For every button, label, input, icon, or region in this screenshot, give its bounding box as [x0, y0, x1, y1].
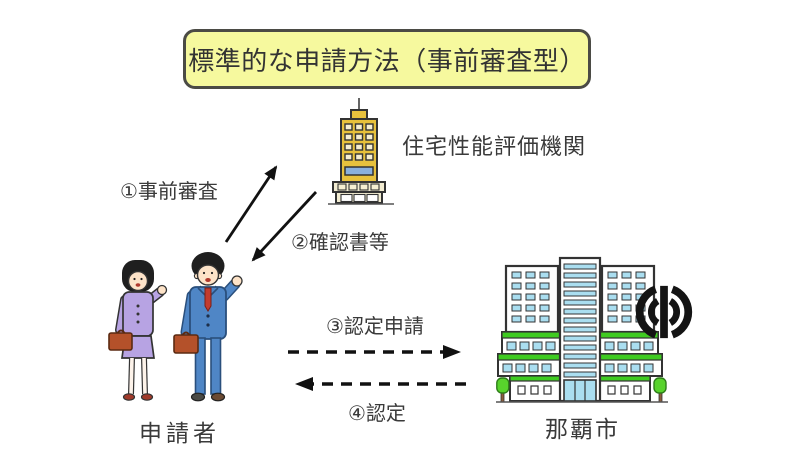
diagram-title: 標準的な申請方法（事前審査型） [188, 45, 586, 76]
arrow-2-label: ②確認書等 [291, 232, 389, 254]
man-briefcase [173, 334, 199, 354]
arrow-1-label: ①事前審査 [120, 181, 218, 203]
center-tower-stripes [563, 263, 597, 378]
city-hall-building-icon [496, 256, 668, 403]
tree-icon [496, 377, 667, 403]
arrow-2-confirmation-docs [251, 191, 318, 262]
woman-applicant [108, 260, 168, 401]
city-label: 那覇市 [545, 416, 620, 442]
naha-city-emblem-icon [635, 285, 693, 339]
tower-windows [344, 123, 374, 161]
arrow-4-label: ④認定 [348, 403, 406, 425]
title-box: 標準的な申請方法（事前審査型） [183, 29, 591, 89]
evaluation-org-label: 住宅性能評価機関 [402, 134, 587, 159]
arrow-1-preliminary-review [224, 165, 278, 243]
two-business-people-icon [108, 252, 243, 402]
tower-windows [511, 271, 646, 323]
arrow-3-label: ③認定申請 [326, 316, 424, 338]
entrance [563, 379, 597, 402]
applicant-label: 申請者 [139, 420, 220, 446]
woman-briefcase [108, 332, 133, 351]
man-applicant [173, 252, 243, 402]
office-tower-building-icon [328, 98, 394, 205]
